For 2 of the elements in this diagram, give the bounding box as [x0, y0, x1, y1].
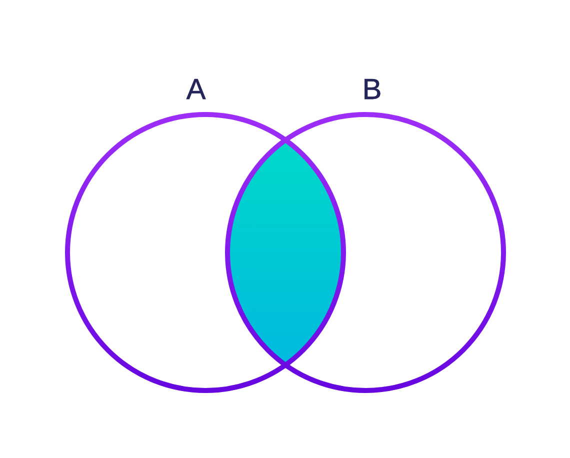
set-label: A: [186, 76, 206, 105]
set-label: B: [362, 76, 382, 105]
